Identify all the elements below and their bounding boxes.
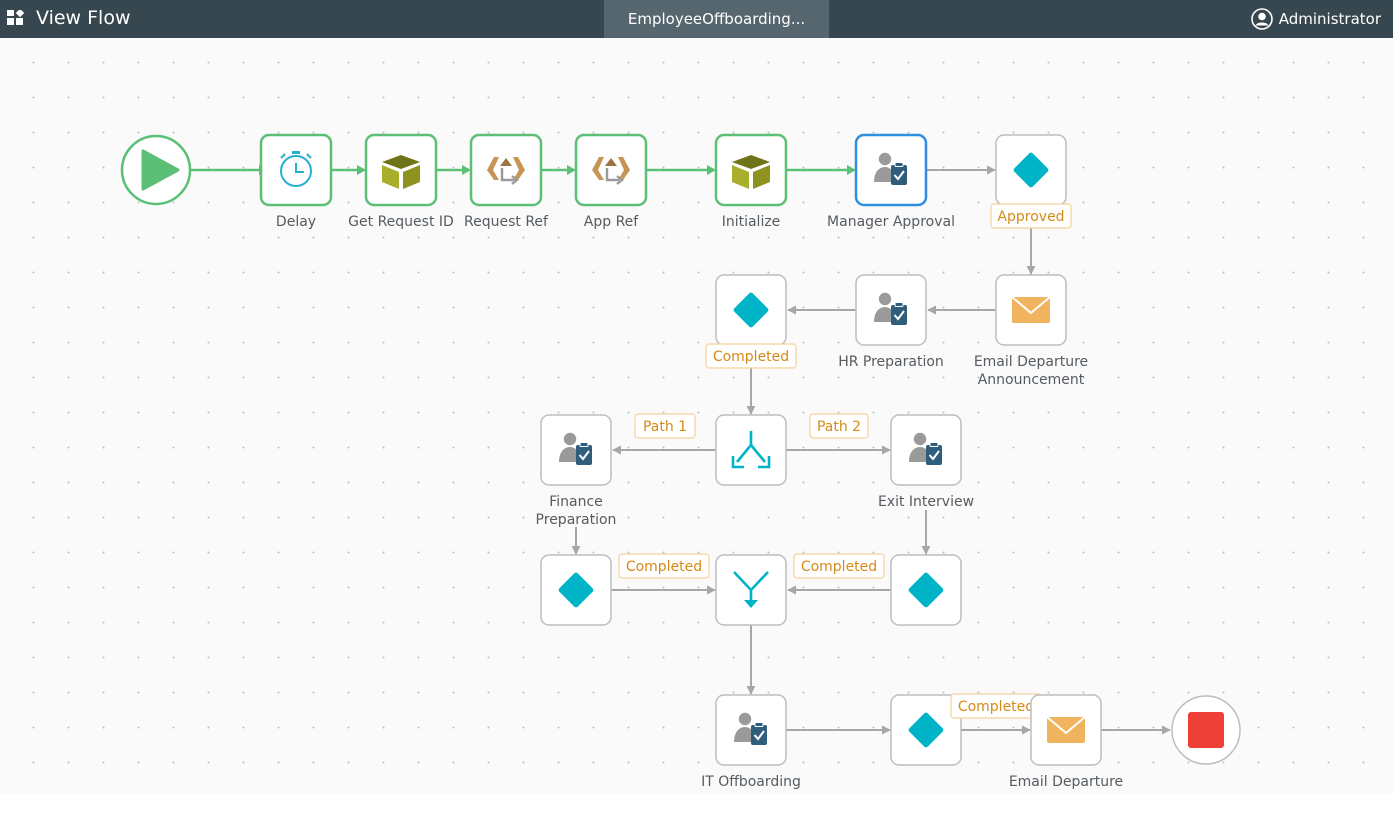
user-menu[interactable]: Administrator [1250, 8, 1381, 30]
decision-node-4[interactable] [890, 554, 962, 626]
finance-preparation-node[interactable]: Finance Preparation [536, 414, 617, 528]
envelope-icon [1011, 296, 1051, 324]
play-icon [141, 149, 180, 191]
manager-approval-label: Manager Approval [827, 214, 955, 230]
completed-badge-label: Completed [626, 559, 702, 575]
initialize-label: Initialize [722, 214, 781, 230]
request-ref-node[interactable]: Request Ref [464, 133, 549, 230]
get-request-id-label: Get Request ID [348, 214, 454, 230]
stop-node[interactable] [1171, 695, 1241, 765]
merge-icon [733, 571, 769, 608]
email-departure-announcement-node[interactable]: Email Departure Announcement [974, 274, 1088, 388]
connectors [191, 165, 1171, 735]
completed-badge-label: Completed [801, 559, 877, 575]
finance-preparation-label-2: Preparation [536, 512, 617, 528]
email-departure-node[interactable]: Email Departure [1009, 694, 1123, 790]
completed-badge-2[interactable]: Completed [618, 553, 710, 579]
hr-preparation-node[interactable]: HR Preparation [838, 274, 944, 370]
path-2-badge[interactable]: Path 2 [809, 413, 869, 439]
hr-preparation-label: HR Preparation [838, 354, 944, 370]
decision-node-3[interactable] [540, 554, 612, 626]
merge-node[interactable] [715, 554, 787, 626]
top-bar: View Flow EmployeeOffboarding... Adminis… [0, 0, 1393, 38]
decision-node-5[interactable] [890, 694, 962, 766]
it-offboarding-node[interactable]: IT Offboarding [701, 694, 801, 790]
manager-approval-node[interactable]: Manager Approval [827, 133, 955, 230]
finance-preparation-label-1: Finance [549, 494, 603, 510]
path-1-badge[interactable]: Path 1 [634, 413, 696, 439]
app-title: View Flow [36, 7, 131, 29]
app-ref-node[interactable]: App Ref [574, 133, 648, 230]
email-departure-announcement-label-1: Email Departure [974, 354, 1088, 370]
delay-label: Delay [276, 214, 316, 230]
bottom-strip [0, 793, 1393, 829]
start-node[interactable] [120, 134, 192, 206]
exit-interview-node[interactable]: Exit Interview [878, 414, 974, 510]
decision-node-2[interactable] [715, 274, 787, 346]
stop-icon [1188, 712, 1224, 748]
it-offboarding-label: IT Offboarding [701, 774, 801, 790]
initialize-node[interactable]: Initialize [714, 133, 788, 230]
decision-node-1[interactable] [995, 134, 1067, 206]
delay-node[interactable]: Delay [259, 133, 333, 230]
path-2-badge-label: Path 2 [817, 419, 861, 435]
flow-canvas[interactable] [0, 38, 1393, 793]
request-ref-label: Request Ref [464, 214, 549, 230]
tab-employee-offboarding[interactable]: EmployeeOffboarding... [604, 0, 829, 38]
completed-badge-4[interactable]: Completed [950, 693, 1042, 719]
completed-badge-label: Completed [958, 699, 1034, 715]
split-node[interactable] [715, 414, 787, 486]
exit-interview-label: Exit Interview [878, 494, 974, 510]
completed-badge-label: Completed [713, 349, 789, 365]
get-request-id-node[interactable]: Get Request ID [348, 133, 454, 230]
user-avatar-icon [1250, 8, 1273, 30]
split-icon [731, 431, 771, 469]
email-departure-announcement-label-2: Announcement [978, 372, 1085, 388]
app-ref-label: App Ref [584, 214, 640, 230]
email-departure-label: Email Departure [1009, 774, 1123, 790]
completed-badge-3[interactable]: Completed [793, 553, 885, 579]
completed-badge-1[interactable]: Completed [705, 343, 797, 369]
envelope-icon [1046, 716, 1086, 744]
approved-badge-label: Approved [997, 209, 1064, 225]
user-name: Administrator [1278, 10, 1381, 28]
approved-badge[interactable]: Approved [990, 203, 1072, 229]
path-1-badge-label: Path 1 [643, 419, 687, 435]
app-grid-icon[interactable] [7, 10, 25, 28]
